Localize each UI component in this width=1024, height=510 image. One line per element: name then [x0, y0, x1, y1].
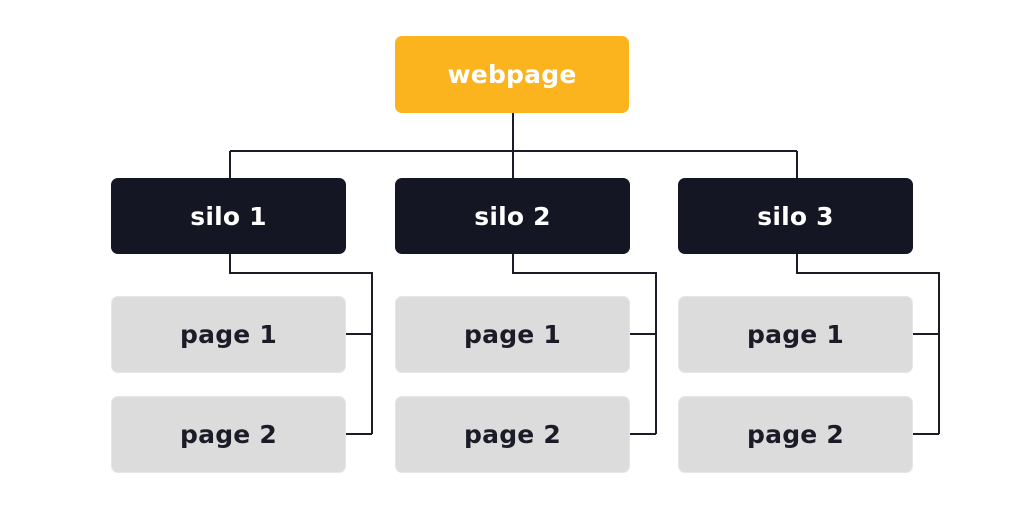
silo-3-page-1-node: page 1: [678, 296, 913, 373]
connector-silo-1-pages: [229, 254, 373, 434]
page-node-label: page 2: [747, 420, 844, 449]
page-node-label: page 2: [180, 420, 277, 449]
silo-1-page-2-node: page 2: [111, 396, 346, 473]
silo-2-page-2-node: page 2: [395, 396, 630, 473]
page-node-label: page 1: [180, 320, 277, 349]
silo-3-page-2-node: page 2: [678, 396, 913, 473]
silo-node-label: silo 1: [190, 201, 267, 231]
silo-node-1: silo 1: [111, 178, 346, 254]
silo-1-page-1-node: page 1: [111, 296, 346, 373]
silo-2-page-1-node: page 1: [395, 296, 630, 373]
silo-node-3: silo 3: [678, 178, 913, 254]
page-node-label: page 2: [464, 420, 561, 449]
silo-node-label: silo 3: [757, 201, 834, 231]
root-node-label: webpage: [447, 60, 577, 89]
connector-silo-3-pages: [796, 254, 940, 434]
page-node-label: page 1: [464, 320, 561, 349]
silo-node-label: silo 2: [474, 201, 551, 231]
silo-node-2: silo 2: [395, 178, 630, 254]
root-node-webpage: webpage: [395, 36, 629, 113]
page-node-label: page 1: [747, 320, 844, 349]
connector-silo-2-pages: [512, 254, 657, 434]
